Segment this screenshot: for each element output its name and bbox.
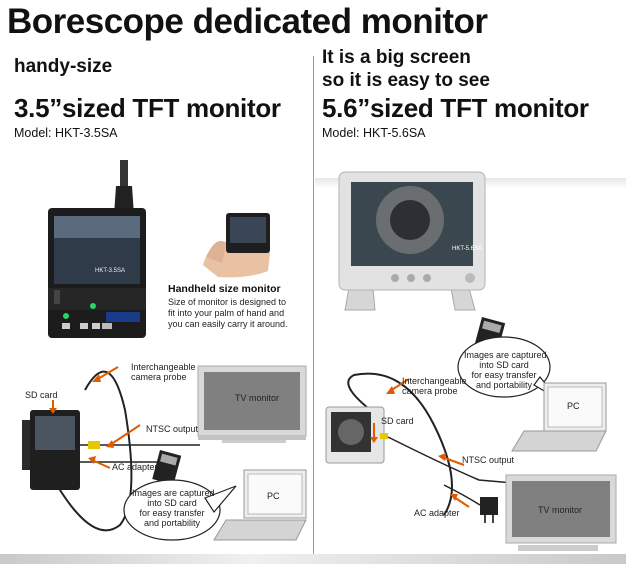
right-pc-label: PC [567, 401, 580, 411]
left-bubble-line-3: for easy transfer [139, 508, 205, 518]
right-bubble-line-3: for easy transfer [471, 370, 537, 380]
left-ntsc-label: NTSC output [146, 424, 199, 434]
right-probe-label-1: Interchangeable [402, 376, 467, 386]
right-probe-label-2: camera probe [402, 386, 458, 396]
hkt35-device-photo [48, 160, 146, 338]
bottom-bar [0, 554, 626, 564]
left-bubble-line-1: Images are captured [132, 488, 215, 498]
right-tv-label: TV monitor [538, 505, 583, 515]
left-ac-adapter-label: AC adapter [112, 462, 158, 472]
left-bubble-line-2: into SD card [147, 498, 197, 508]
hkt35-device-label: HKT-3.5SA [95, 268, 126, 274]
left-sd-card-image [152, 450, 182, 485]
left-model: Model: HKT-3.5SA [14, 126, 118, 140]
right-bubble-line-1: Images are captured [464, 350, 547, 360]
column-divider [313, 56, 314, 558]
right-bubble-line-4: and portability [475, 380, 533, 390]
hkt56-device-photo [338, 171, 486, 311]
hkt56-device-label: HKT-5.6SA [452, 246, 483, 252]
page-title: Borescope dedicated monitor [7, 2, 488, 41]
right-model: Model: HKT-5.6SA [322, 126, 426, 140]
left-bubble-line-4: and portability [143, 518, 201, 528]
hand-holding-device-photo [203, 213, 270, 278]
right-connection-diagram [325, 317, 617, 551]
left-tv-monitor [197, 365, 307, 443]
left-speech-bubble [123, 479, 221, 541]
left-tv-label: TV monitor [235, 393, 280, 403]
left-size-heading: 3.5”sized TFT monitor [14, 93, 281, 123]
right-bubble-line-2: into SD card [479, 360, 529, 370]
right-sd-card-label: SD card [381, 416, 414, 426]
handheld-line-2: fit into your palm of hand and [168, 308, 285, 318]
handheld-line-1: Size of monitor is designed to [168, 297, 287, 307]
left-laptop [213, 469, 307, 541]
right-speech-bubble [457, 336, 551, 398]
left-sd-card-label: SD card [25, 390, 58, 400]
left-probe-label-1: Interchangeable [131, 362, 196, 372]
left-probe-label-2: camera probe [131, 372, 187, 382]
left-tagline: handy-size [14, 56, 113, 77]
right-ac-adapter-image [480, 497, 498, 523]
right-ntsc-label: NTSC output [462, 455, 515, 465]
left-connection-diagram [22, 365, 307, 541]
handheld-heading: Handheld size monitor [168, 283, 281, 295]
left-pc-label: PC [267, 491, 280, 501]
right-tagline-line-2: so it is easy to see [322, 70, 490, 91]
right-tagline-line-1: It is a big screen [322, 47, 471, 68]
right-small-device [325, 406, 388, 464]
right-laptop [511, 382, 607, 452]
right-ac-adapter-label: AC adapter [414, 508, 460, 518]
handheld-line-3: you can easily carry it around. [168, 319, 288, 329]
right-size-heading: 5.6”sized TFT monitor [322, 93, 589, 123]
left-small-device [22, 410, 80, 490]
right-tv-monitor [505, 474, 617, 551]
